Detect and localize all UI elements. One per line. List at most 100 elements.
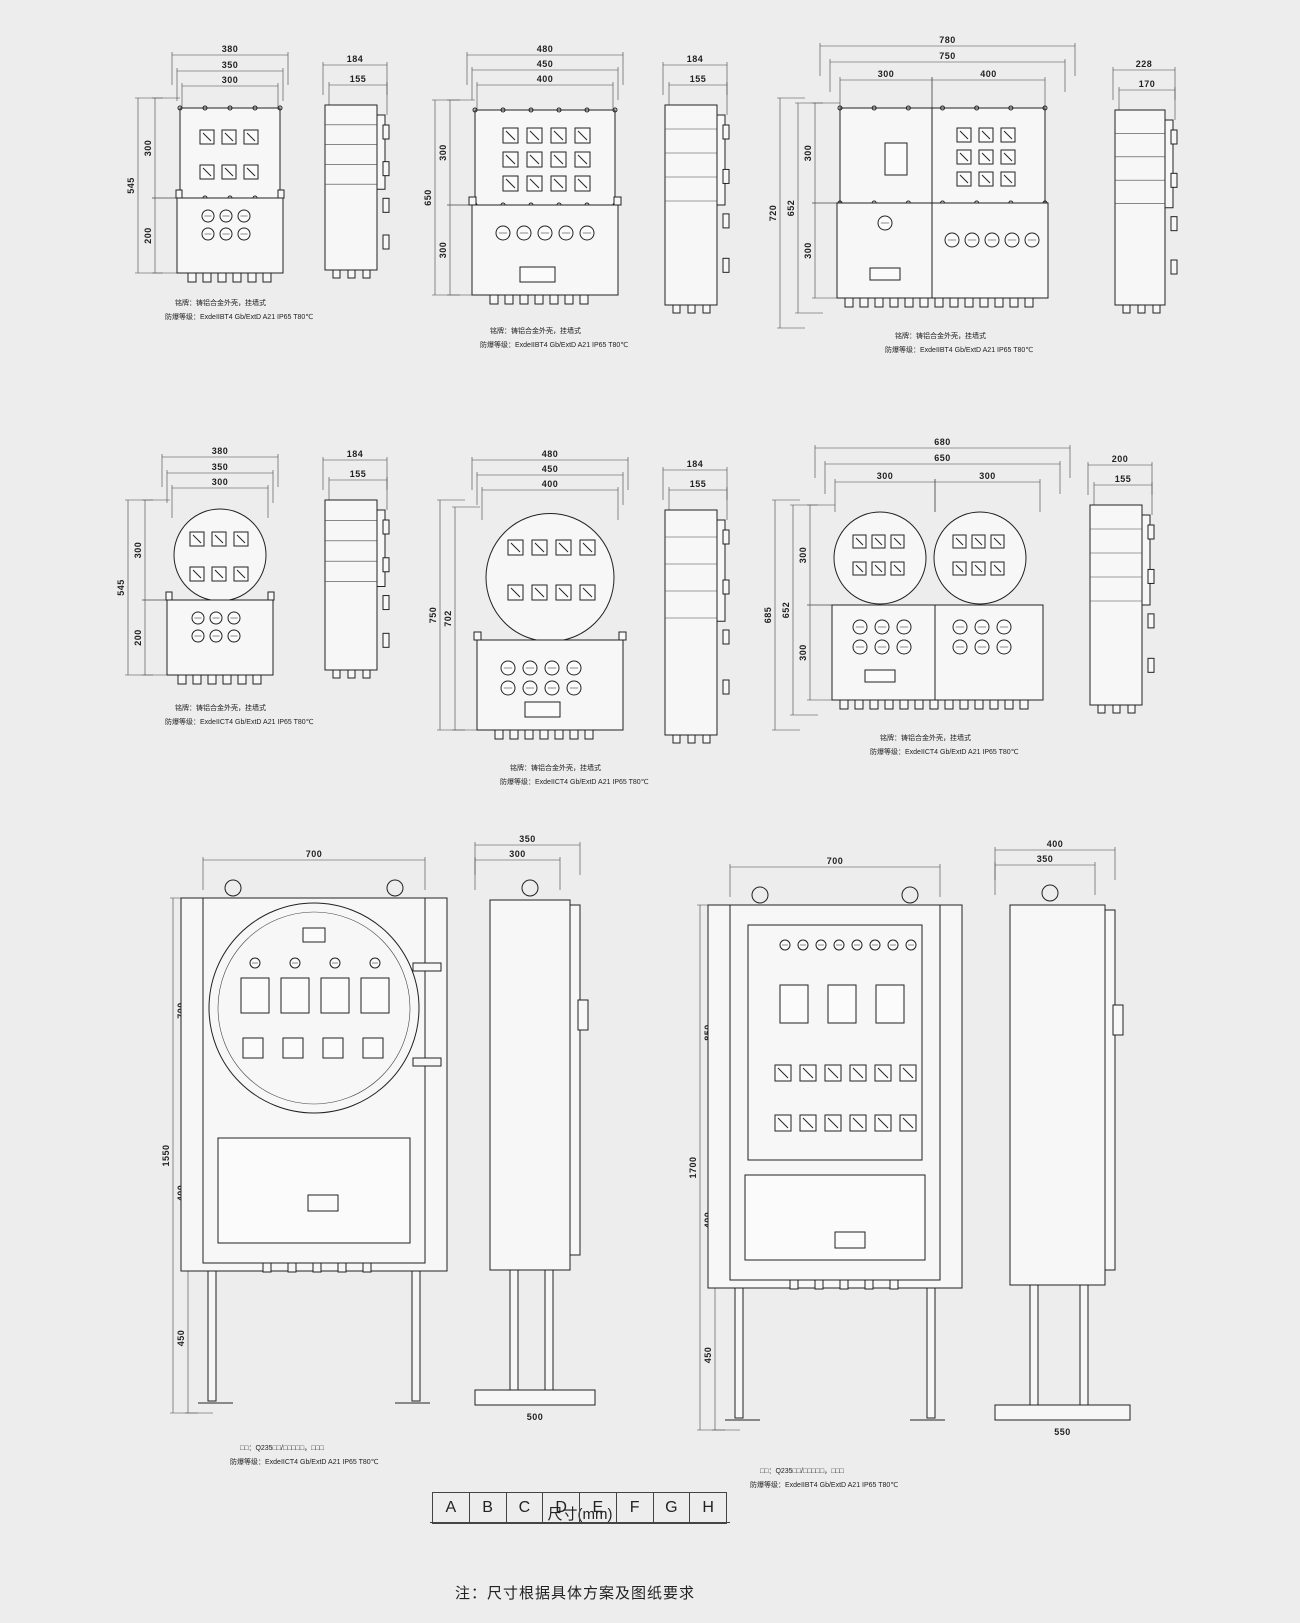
enclosure-a-wallmount: 380350300545300200184155铭牌：铸铝合金外壳，挂墙式防爆等… [126,44,390,321]
material-caption: 铭牌：铸铝合金外壳，挂墙式 [510,763,601,772]
side-view-body [324,104,378,271]
side-view-body [664,509,718,736]
side-knob [722,629,730,645]
side-knob [722,257,730,273]
dimension-label: 300 [212,477,229,487]
line [558,542,569,553]
dimension-label: 228 [1136,59,1153,69]
cable-gland [989,699,999,710]
dimension-label: 700 [306,849,323,859]
explosion-rating-caption: 防爆等级：ExdeIIBT4 Gb/ExtD A21 IP65 T80℃ [480,340,628,349]
line [202,132,212,142]
side-knob [382,124,390,140]
cable-gland [949,297,959,308]
cable-gland [789,1279,799,1290]
side-leg [509,1269,519,1391]
cabinet-side-body [489,899,571,1271]
hinge [412,1057,442,1067]
line [981,152,991,162]
side-knob [1170,216,1178,232]
explosion-rating-caption: 防爆等级：ExdeIICT4 Gb/ExtD A21 IP65 T80℃ [870,747,1019,756]
meter-display [302,927,326,943]
cable-gland [187,272,197,283]
cable-gland [914,699,924,710]
right-terminal-chamber [934,604,1044,701]
side-knob [1147,524,1155,540]
side-leg [544,1269,554,1391]
line [1003,174,1013,184]
dimension-label: 702 [443,610,453,627]
side-gland [672,734,681,744]
line [974,537,983,546]
cable-gland [899,699,909,710]
breaker-icon [320,977,350,1014]
line [855,537,864,546]
dimension-label: 400 [1047,839,1064,849]
side-knob [382,161,390,177]
mounting-lug [613,196,622,206]
line [902,1067,914,1079]
nameplate [864,669,896,683]
side-gland [1112,704,1121,714]
cable-gland [869,699,879,710]
line [874,564,883,573]
side-gland [1127,704,1136,714]
cable-gland [519,294,529,305]
size-column-e: E [579,1492,617,1524]
cabinet-round-standing: 7001550700400450350300500□□：Q235□□/□□□□□… [161,834,596,1466]
size-column-b: B [468,1492,507,1524]
cable-gland [207,674,217,685]
bolt-icon [1042,105,1048,111]
breaker-icon [360,977,390,1014]
cable-gland [362,1262,372,1273]
dimension-label: 155 [690,74,707,84]
round-exd-chamber [173,508,267,602]
base-dimension-label: 500 [527,1412,544,1422]
cable-gland [859,297,869,308]
cable-gland [539,729,549,740]
side-leg [1029,1284,1039,1406]
rotary-switch-icon [242,1037,264,1059]
cable-gland [569,729,579,740]
cabinet-side-body [1009,904,1106,1286]
dimension-label: 450 [176,1330,186,1347]
side-knob [722,579,730,595]
mounting-lug [267,591,275,601]
side-knob [1147,568,1155,584]
line [553,130,564,141]
round-exd-inner-ring [217,911,411,1105]
side-cover [716,114,726,206]
side-gland [687,304,696,314]
cable-gland [534,294,544,305]
dimension-label: 350 [212,462,229,472]
line [529,178,540,189]
line [214,534,224,544]
line [582,587,593,598]
cable-gland [524,729,534,740]
explosion-rating-caption: 防爆等级：ExdeIIBT4 Gb/ExtD A21 IP65 T80℃ [885,345,1033,354]
cabinet-leg [734,1287,744,1419]
size-column-a: A [432,1492,470,1524]
line [955,564,964,573]
dimension-label: 155 [350,74,367,84]
handle [577,999,589,1031]
dimension-label: 155 [350,469,367,479]
side-cover [1141,514,1151,606]
side-knob [722,529,730,545]
cable-gland [884,699,894,710]
cabinet-leg [926,1287,936,1419]
bolt-icon [227,105,233,111]
line [246,132,256,142]
dimension-label: 400 [537,74,554,84]
side-knob [1147,613,1155,629]
cable-gland [262,1262,272,1273]
bolt-icon [974,105,980,111]
dimension-note: 注：尺寸根据具体方案及图纸要求 [455,1585,696,1602]
line [529,130,540,141]
line [955,537,964,546]
cable-gland [509,729,519,740]
side-gland [702,734,711,744]
dimension-label: 480 [542,449,559,459]
